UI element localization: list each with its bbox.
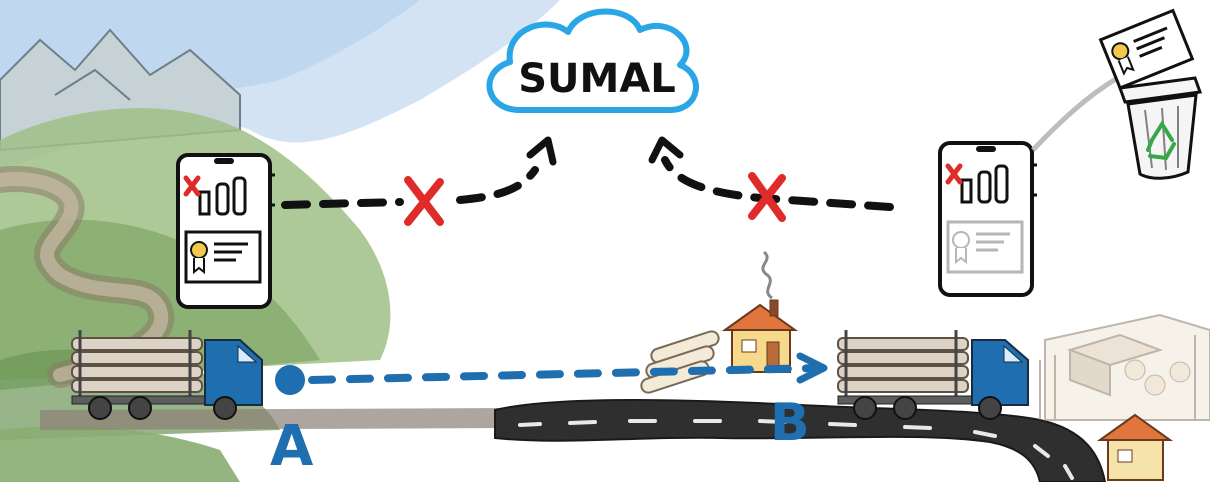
phone-left-no-signal-icon: [183, 175, 201, 197]
recycle-icon: [1146, 120, 1176, 161]
right-connection: [648, 136, 894, 211]
phone-right-no-signal-icon: [945, 163, 963, 185]
point-label-b: B: [770, 393, 810, 453]
cloud-label: SUMAL: [518, 56, 676, 102]
phone-left-signal-bars: [198, 176, 247, 216]
phone-left: [176, 153, 275, 309]
discarded-certificate: [1098, 8, 1195, 90]
point-label-a: A: [270, 414, 314, 479]
truck-b: [837, 330, 1029, 420]
house-bottom-right: [1096, 413, 1174, 481]
cross-mark-right: [748, 172, 786, 222]
recycle-bin: [1117, 76, 1203, 180]
phone-right-certificate-faded: [946, 220, 1024, 274]
left-connection: [281, 136, 557, 209]
phone-left-certificate: [184, 230, 262, 284]
truck-a: [71, 330, 263, 420]
sumal-cloud: SUMAL: [486, 8, 699, 113]
route-arrowhead: [796, 352, 828, 384]
phone-right: [938, 57, 1152, 297]
log-pile: [640, 330, 720, 394]
phone-right-signal-bars: [960, 164, 1009, 204]
ground-path: [40, 408, 520, 430]
lumberyard: [1039, 313, 1210, 421]
cross-mark-left: [404, 176, 444, 226]
house-middle: [721, 250, 799, 373]
route-start-dot: [275, 365, 305, 395]
route-a-to-b: [275, 352, 828, 395]
